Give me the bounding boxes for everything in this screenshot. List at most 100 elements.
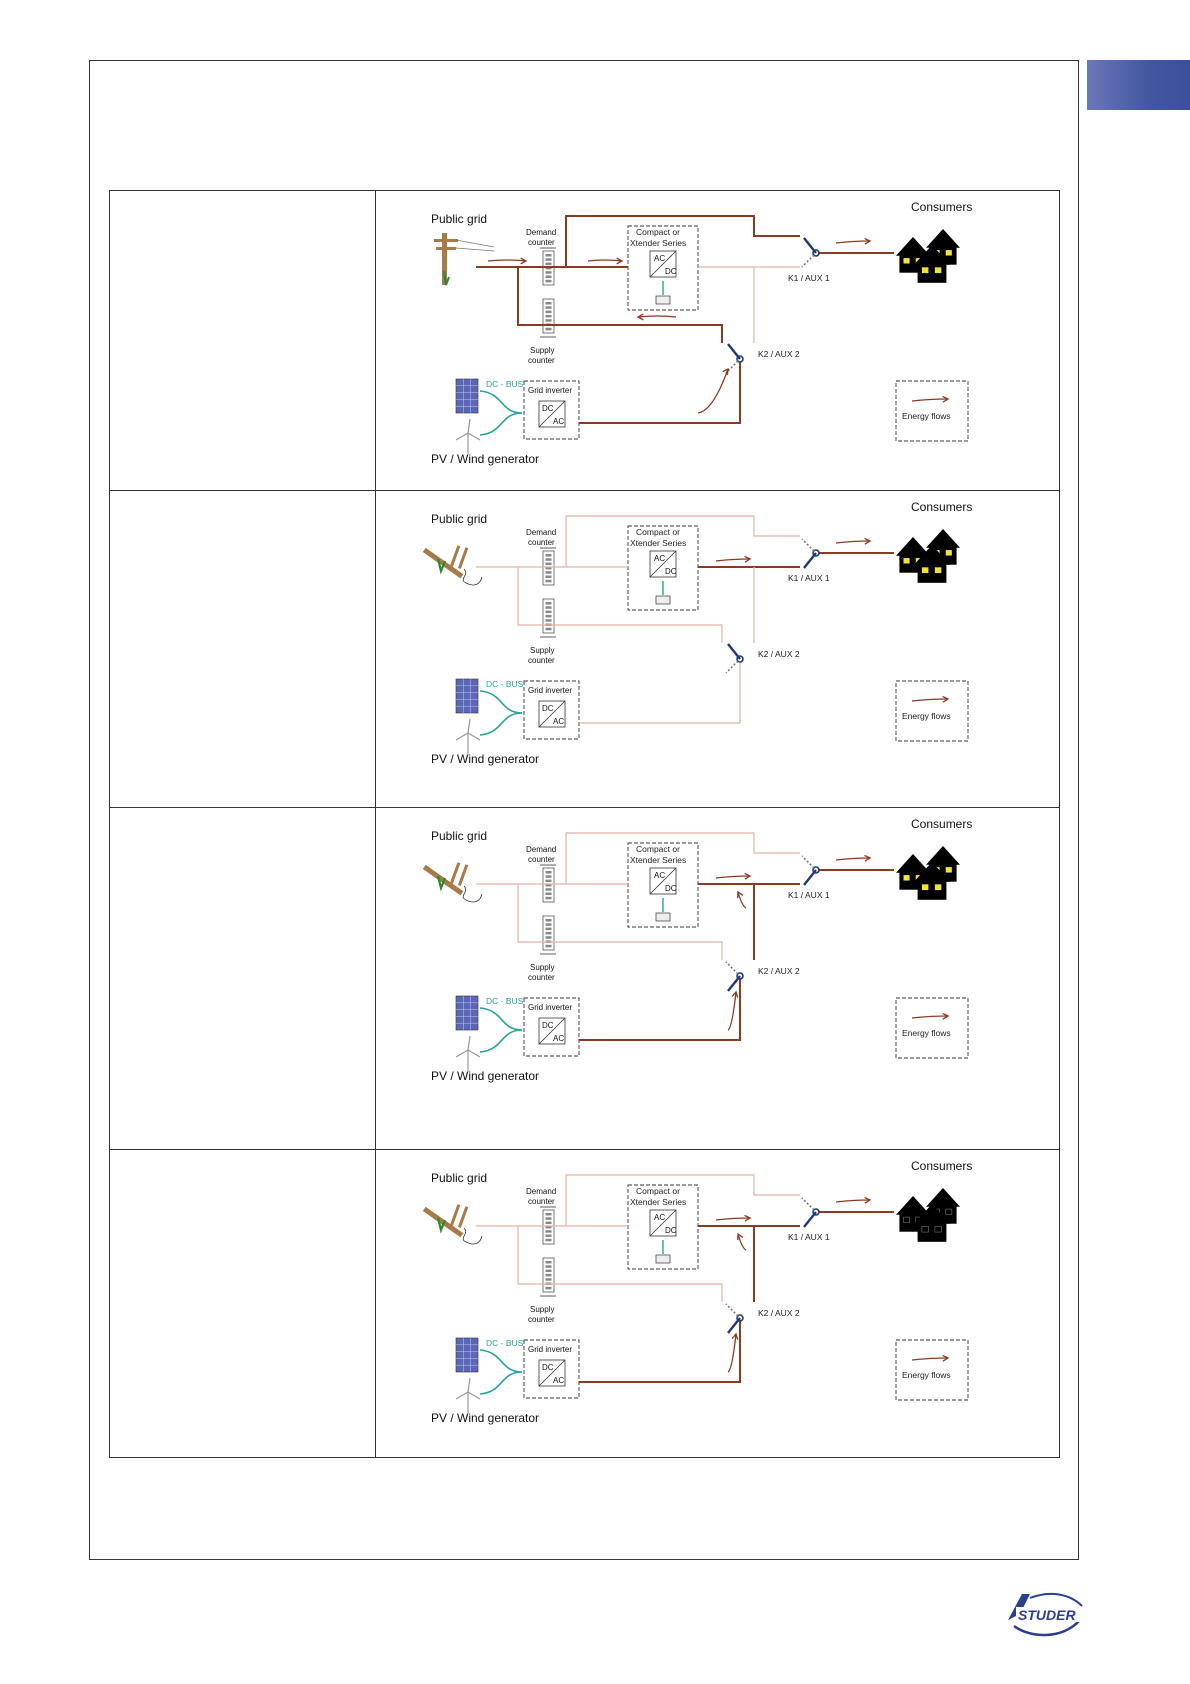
flow-arrow-to-consumers xyxy=(835,854,872,862)
diagram-bg xyxy=(376,808,1061,1149)
k1-label: K1 / AUX 1 xyxy=(788,1232,830,1242)
public-grid-label: Public grid xyxy=(431,829,487,843)
inverter-dc-label: DC xyxy=(542,1363,554,1372)
inverter-dc-label: DC xyxy=(542,1021,554,1030)
pv-wind-label: PV / Wind generator xyxy=(431,452,539,466)
dc-bus-curve-pv xyxy=(479,1007,523,1031)
converter-dc-label: DC xyxy=(665,1226,677,1235)
wind-turbine-icon xyxy=(455,1035,481,1072)
k1-label: K1 / AUX 1 xyxy=(788,273,830,283)
converter-dc-label: DC xyxy=(665,267,677,276)
demand-counter-label: Demand xyxy=(526,1187,556,1196)
supply-counter-label-2: counter xyxy=(528,356,555,365)
demand-counter-label-2: counter xyxy=(528,855,555,864)
demand-counter-label: Demand xyxy=(526,228,556,237)
pv-wind-icon xyxy=(455,378,481,455)
flow-arrow-xtender-out xyxy=(715,555,752,563)
section-tab xyxy=(1087,60,1190,110)
grid-inverter-label: Grid inverter xyxy=(528,1345,572,1354)
grid-inverter-box xyxy=(523,997,580,1057)
supply-counter-label-2: counter xyxy=(528,656,555,665)
diagram-2: Public gridConsumersDemandcounterSupplyc… xyxy=(422,500,972,766)
inverter-ac-label: AC xyxy=(553,1034,564,1043)
flow-arrow-to-xtender xyxy=(737,890,747,909)
dc-bus-label: DC - BUS xyxy=(486,996,524,1006)
k2-label: K2 / AUX 2 xyxy=(758,1308,800,1318)
inverter-output-line xyxy=(579,1318,741,1383)
converter-dc-label: DC xyxy=(665,884,677,893)
converter-ac-label: AC xyxy=(654,254,665,263)
k1-label: K1 / AUX 1 xyxy=(788,890,830,900)
pv-wind-icon xyxy=(455,1337,481,1414)
diagram-1: Public gridConsumersDemandcounterSupplyc… xyxy=(431,200,972,466)
dc-bus-curve-pv xyxy=(479,1349,523,1373)
diagram-3: Public gridConsumersDemandcounterSupplyc… xyxy=(376,808,1061,1149)
dc-bus-curve-wind xyxy=(479,712,523,736)
houses-icon xyxy=(896,229,960,283)
legend-arrow xyxy=(911,1354,950,1362)
pv-wind-label: PV / Wind generator xyxy=(431,1069,539,1083)
converter-diagonal xyxy=(649,550,677,578)
grid-inverter-label: Grid inverter xyxy=(528,686,572,695)
description-cell-1 xyxy=(109,190,376,491)
k1-switch-icon xyxy=(801,237,820,268)
energy-flows-label: Energy flows xyxy=(902,1370,951,1380)
k2-switch-icon xyxy=(725,343,744,374)
converter-diagonal xyxy=(649,1209,677,1237)
supply-line xyxy=(517,567,723,643)
supply-line xyxy=(517,884,723,960)
supply-counter-label: Supply xyxy=(530,346,554,355)
compact-label-2: Xtender Series xyxy=(630,1197,686,1207)
supply-counter-label-2: counter xyxy=(528,1315,555,1324)
dc-bus-label: DC - BUS xyxy=(486,379,524,389)
public-grid-label: Public grid xyxy=(431,512,487,526)
compact-label: Compact or xyxy=(636,527,680,537)
dc-bus-curve-wind xyxy=(479,412,523,436)
battery-icon xyxy=(655,295,671,305)
supply-line xyxy=(517,267,723,343)
k2-switch-icon xyxy=(725,1303,744,1334)
converter-ac-label: AC xyxy=(654,871,665,880)
dc-bus-curve-pv xyxy=(479,390,523,414)
inverter-ac-label: AC xyxy=(553,417,564,426)
supply-counter-label: Supply xyxy=(530,963,554,972)
flow-arrow-xtender-out xyxy=(715,872,752,880)
inverter-dc-label: DC xyxy=(542,704,554,713)
bypass-line xyxy=(565,1174,800,1226)
inverter-output-line xyxy=(579,659,741,724)
pv-panel-icon xyxy=(455,378,479,414)
battery-icon xyxy=(655,912,671,922)
flow-arrow-to-xtender xyxy=(587,257,624,265)
consumers-label: Consumers xyxy=(911,1159,972,1173)
bypass-line xyxy=(565,832,800,884)
energy-flows-label: Energy flows xyxy=(902,1028,951,1038)
flow-arrow-inverter-up xyxy=(727,990,739,1031)
demand-counter-label: Demand xyxy=(526,528,556,537)
compact-label-2: Xtender Series xyxy=(630,538,686,548)
inverter-output-line xyxy=(579,976,741,1041)
diagram-4: Public gridConsumersDemandcounterSupplyc… xyxy=(422,1159,972,1425)
compact-label: Compact or xyxy=(636,844,680,854)
converter-ac-label: AC xyxy=(654,1213,665,1222)
houses-icon xyxy=(896,846,960,900)
energy-flows-label: Energy flows xyxy=(902,711,951,721)
energy-flows-legend xyxy=(895,1339,969,1401)
wind-turbine-icon xyxy=(455,718,481,755)
description-cell-4 xyxy=(109,1149,376,1458)
compact-label-2: Xtender Series xyxy=(630,855,686,865)
demand-counter-label-2: counter xyxy=(528,538,555,547)
public-grid-label: Public grid xyxy=(431,1171,487,1185)
flow-arrow-to-consumers xyxy=(835,537,872,545)
dc-bus-label: DC - BUS xyxy=(486,679,524,689)
inverter-diagonal xyxy=(538,1359,566,1387)
supply-counter-icon xyxy=(542,598,555,634)
grid-inverter-box xyxy=(523,1339,580,1399)
demand-counter-label: Demand xyxy=(526,845,556,854)
k2-label: K2 / AUX 2 xyxy=(758,649,800,659)
k1-switch-icon xyxy=(801,1197,820,1228)
